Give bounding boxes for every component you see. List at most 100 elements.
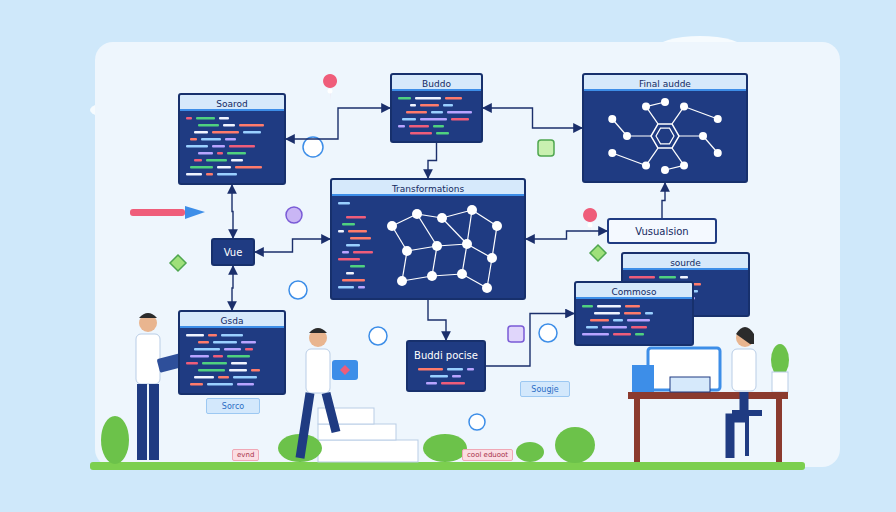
code-line — [582, 305, 593, 308]
connector-arrow — [486, 314, 574, 367]
code-window: Soarod — [178, 93, 286, 185]
code-line — [198, 369, 225, 372]
process-box: Vusualsion — [607, 218, 717, 244]
code-line — [613, 333, 631, 336]
graph-edge — [612, 153, 646, 165]
code-line — [441, 382, 465, 385]
code-line — [190, 383, 203, 386]
ground — [90, 462, 805, 470]
desk-workstation — [628, 327, 788, 462]
code-line — [201, 138, 221, 141]
code-line — [410, 104, 416, 107]
note-tag: evnd — [232, 449, 259, 461]
graph-node — [714, 115, 722, 123]
code-line — [198, 152, 213, 155]
code-line — [353, 251, 373, 254]
code-line — [194, 159, 202, 162]
code-line — [436, 132, 449, 135]
node-title: sourde — [666, 258, 705, 268]
window-title-bar: Soarod — [180, 95, 284, 111]
code-line — [645, 312, 653, 315]
code-line — [186, 145, 208, 148]
process-box: Vue — [211, 238, 255, 266]
code-line — [338, 202, 350, 205]
graph-node — [427, 271, 437, 281]
code-line — [217, 166, 231, 169]
code-line — [190, 138, 197, 141]
code-line — [338, 230, 344, 233]
code-line — [229, 369, 247, 372]
code-line — [631, 326, 647, 329]
code-line — [213, 355, 223, 358]
code-line — [196, 117, 215, 120]
code-line — [218, 376, 229, 379]
connector-arrow — [232, 266, 233, 310]
code-line — [342, 251, 349, 254]
code-line — [410, 132, 432, 135]
code-line — [447, 368, 463, 371]
code-line — [212, 145, 225, 148]
code-line — [223, 124, 235, 127]
code-line — [443, 104, 453, 107]
code-window: Final audde — [582, 73, 748, 183]
graph-node — [402, 246, 412, 256]
window-title-bar: Gsda — [180, 312, 284, 328]
node-title: Vue — [224, 247, 243, 258]
code-line — [629, 276, 655, 279]
code-line — [217, 173, 237, 176]
code-line — [398, 125, 405, 128]
code-line — [239, 124, 264, 127]
graph-node — [432, 241, 442, 251]
window-title-bar: Final audde — [584, 75, 746, 91]
graph-node — [642, 103, 650, 111]
code-line — [186, 117, 192, 120]
tag-box: Sorco — [206, 398, 260, 414]
code-line — [590, 319, 609, 322]
code-line — [231, 362, 247, 365]
code-window: Commoso — [574, 281, 694, 346]
window-content — [332, 196, 524, 298]
code-line — [194, 348, 220, 351]
code-line — [208, 334, 217, 337]
code-line — [398, 97, 411, 100]
code-line — [217, 152, 223, 155]
code-line — [625, 305, 640, 308]
connector-arrow — [428, 143, 437, 178]
code-line — [219, 117, 229, 120]
code-line — [245, 348, 253, 351]
code-line — [452, 375, 461, 378]
node-title: Buddi pocise — [414, 350, 478, 361]
code-line — [206, 159, 227, 162]
code-line — [430, 375, 448, 378]
connector-arrow — [286, 108, 390, 139]
graph-node — [387, 221, 397, 231]
node-title: Vusualsion — [635, 226, 688, 237]
person-with-tablet — [136, 313, 183, 460]
code-line — [597, 305, 621, 308]
code-line — [418, 368, 443, 371]
code-line — [586, 326, 598, 329]
code-line — [358, 286, 365, 289]
code-line — [451, 118, 469, 121]
code-line — [194, 376, 214, 379]
node-title: Sorco — [222, 402, 244, 411]
process-box: Buddi pocise — [406, 340, 486, 392]
code-window: Buddo — [390, 73, 483, 143]
node-title: Soarod — [212, 99, 251, 109]
window-content — [408, 362, 484, 390]
graph-node — [397, 276, 407, 286]
code-line — [582, 333, 609, 336]
code-line — [624, 312, 641, 315]
note-tag: cool eduoot — [462, 449, 513, 461]
code-line — [202, 362, 227, 365]
connector-arrow — [255, 239, 330, 252]
window-title-bar: Transformations — [332, 180, 524, 196]
node-title: Transformations — [388, 184, 468, 194]
window-content — [180, 111, 284, 183]
code-line — [415, 97, 441, 100]
code-line — [680, 276, 688, 279]
graph-node — [714, 149, 722, 157]
code-line — [346, 216, 366, 219]
hexagon — [651, 124, 679, 148]
